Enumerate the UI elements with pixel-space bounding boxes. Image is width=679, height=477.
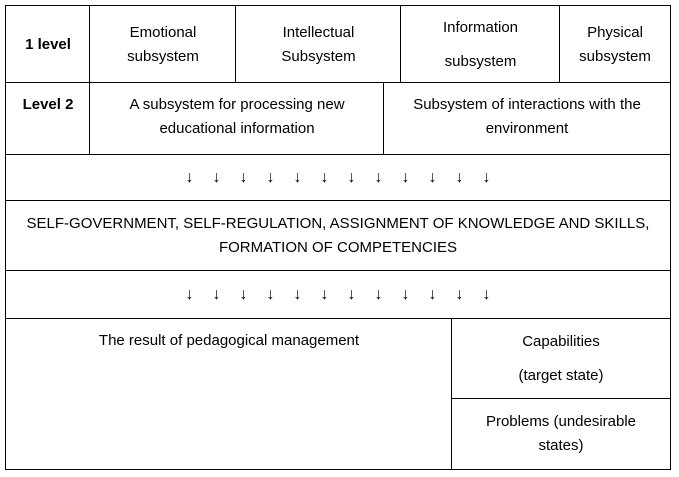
intellectual-subsystem-text: Intellectual Subsystem	[281, 23, 356, 65]
down-arrow-icon: ↓	[347, 169, 356, 186]
down-arrow-icon: ↓	[266, 169, 275, 186]
down-arrow-icon: ↓	[293, 286, 302, 303]
process-text: SELF-GOVERNMENT, SELF-REGULATION, ASSIGN…	[26, 215, 650, 256]
level-1-label-text: 1 level	[25, 35, 71, 53]
arrow-row-1: ↓ ↓ ↓ ↓ ↓ ↓ ↓ ↓ ↓ ↓ ↓ ↓	[5, 154, 671, 202]
capabilities-cell: Capabilities (target state)	[451, 318, 671, 400]
arrow-set-2: ↓ ↓ ↓ ↓ ↓ ↓ ↓ ↓ ↓ ↓ ↓ ↓	[181, 283, 496, 307]
down-arrow-icon: ↓	[212, 169, 221, 186]
down-arrow-icon: ↓	[401, 169, 410, 186]
down-arrow-icon: ↓	[185, 169, 194, 186]
processing-subsystem-text: A subsystem for processing new education…	[129, 96, 345, 137]
down-arrow-icon: ↓	[374, 286, 383, 303]
down-arrow-icon: ↓	[320, 169, 329, 186]
down-arrow-icon: ↓	[185, 286, 194, 303]
level-2-label-text: Level 2	[22, 96, 74, 113]
intellectual-subsystem-cell: Intellectual Subsystem	[235, 5, 402, 84]
level-1-label: 1 level	[5, 5, 91, 84]
down-arrow-icon: ↓	[428, 286, 437, 303]
down-arrow-icon: ↓	[239, 286, 248, 303]
down-arrow-icon: ↓	[428, 169, 437, 186]
physical-subsystem-text: Physical subsystem	[579, 23, 651, 65]
capabilities-text: Capabilities (target state)	[518, 333, 604, 384]
processing-subsystem-cell: A subsystem for processing new education…	[89, 82, 385, 156]
problems-text: Problems (undesirable states)	[485, 413, 637, 454]
result-cell: The result of pedagogical management	[5, 318, 453, 470]
down-arrow-icon: ↓	[482, 169, 491, 186]
emotional-subsystem-text: Emotional subsystem	[127, 23, 199, 65]
down-arrow-icon: ↓	[482, 286, 491, 303]
down-arrow-icon: ↓	[401, 286, 410, 303]
down-arrow-icon: ↓	[455, 286, 464, 303]
process-cell: SELF-GOVERNMENT, SELF-REGULATION, ASSIGN…	[5, 200, 671, 272]
interactions-subsystem-cell: Subsystem of interactions with the envir…	[383, 82, 671, 156]
down-arrow-icon: ↓	[239, 169, 248, 186]
down-arrow-icon: ↓	[320, 286, 329, 303]
result-text: The result of pedagogical management	[98, 332, 360, 349]
emotional-subsystem-cell: Emotional subsystem	[89, 5, 237, 84]
information-subsystem-cell: Information subsystem	[400, 5, 561, 84]
problems-cell: Problems (undesirable states)	[451, 398, 671, 470]
arrow-set-1: ↓ ↓ ↓ ↓ ↓ ↓ ↓ ↓ ↓ ↓ ↓ ↓	[181, 166, 496, 190]
down-arrow-icon: ↓	[455, 169, 464, 186]
physical-subsystem-cell: Physical subsystem	[559, 5, 671, 84]
interactions-subsystem-text: Subsystem of interactions with the envir…	[413, 96, 641, 137]
down-arrow-icon: ↓	[374, 169, 383, 186]
down-arrow-icon: ↓	[212, 286, 221, 303]
arrow-row-2: ↓ ↓ ↓ ↓ ↓ ↓ ↓ ↓ ↓ ↓ ↓ ↓	[5, 270, 671, 320]
down-arrow-icon: ↓	[266, 286, 275, 303]
level-2-label: Level 2	[5, 82, 91, 156]
information-subsystem-text: Information subsystem	[442, 18, 519, 70]
down-arrow-icon: ↓	[347, 286, 356, 303]
down-arrow-icon: ↓	[293, 169, 302, 186]
